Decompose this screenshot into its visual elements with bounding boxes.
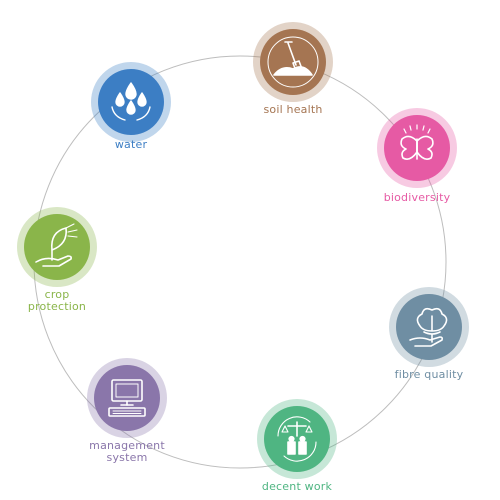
node-decent-work: [257, 399, 337, 479]
label-fibre-quality: fibre quality: [394, 368, 464, 381]
node-water: [91, 62, 171, 142]
label-decent-work: decent work: [261, 480, 333, 493]
computer-icon: [94, 365, 160, 431]
label-water: water: [114, 138, 148, 151]
label-management-line-2: system: [106, 451, 148, 464]
label-crop-protection-line-1: crop: [44, 288, 70, 301]
node-crop-protection: [17, 207, 97, 287]
butterfly-icon: [384, 115, 450, 181]
label-soil-health: soil health: [263, 103, 323, 116]
node-fibre-quality: [389, 287, 469, 367]
label-biodiversity: biodiversity: [383, 191, 451, 204]
soil-spade-icon: [260, 29, 326, 95]
node-soil-health: [253, 22, 333, 102]
node-biodiversity: [377, 108, 457, 188]
cotton-boll-icon: [396, 294, 462, 360]
plant-hand-icon: [24, 214, 90, 280]
node-management-system: [87, 358, 167, 438]
label-management-line-1: management: [89, 439, 165, 452]
label-crop-protection-line-2: protection: [27, 300, 87, 313]
label-management-system: management system: [72, 440, 182, 464]
water-drops-hands-icon: [98, 69, 164, 135]
label-crop-protection: crop protection: [17, 289, 97, 313]
scales-workers-icon: [264, 406, 330, 472]
